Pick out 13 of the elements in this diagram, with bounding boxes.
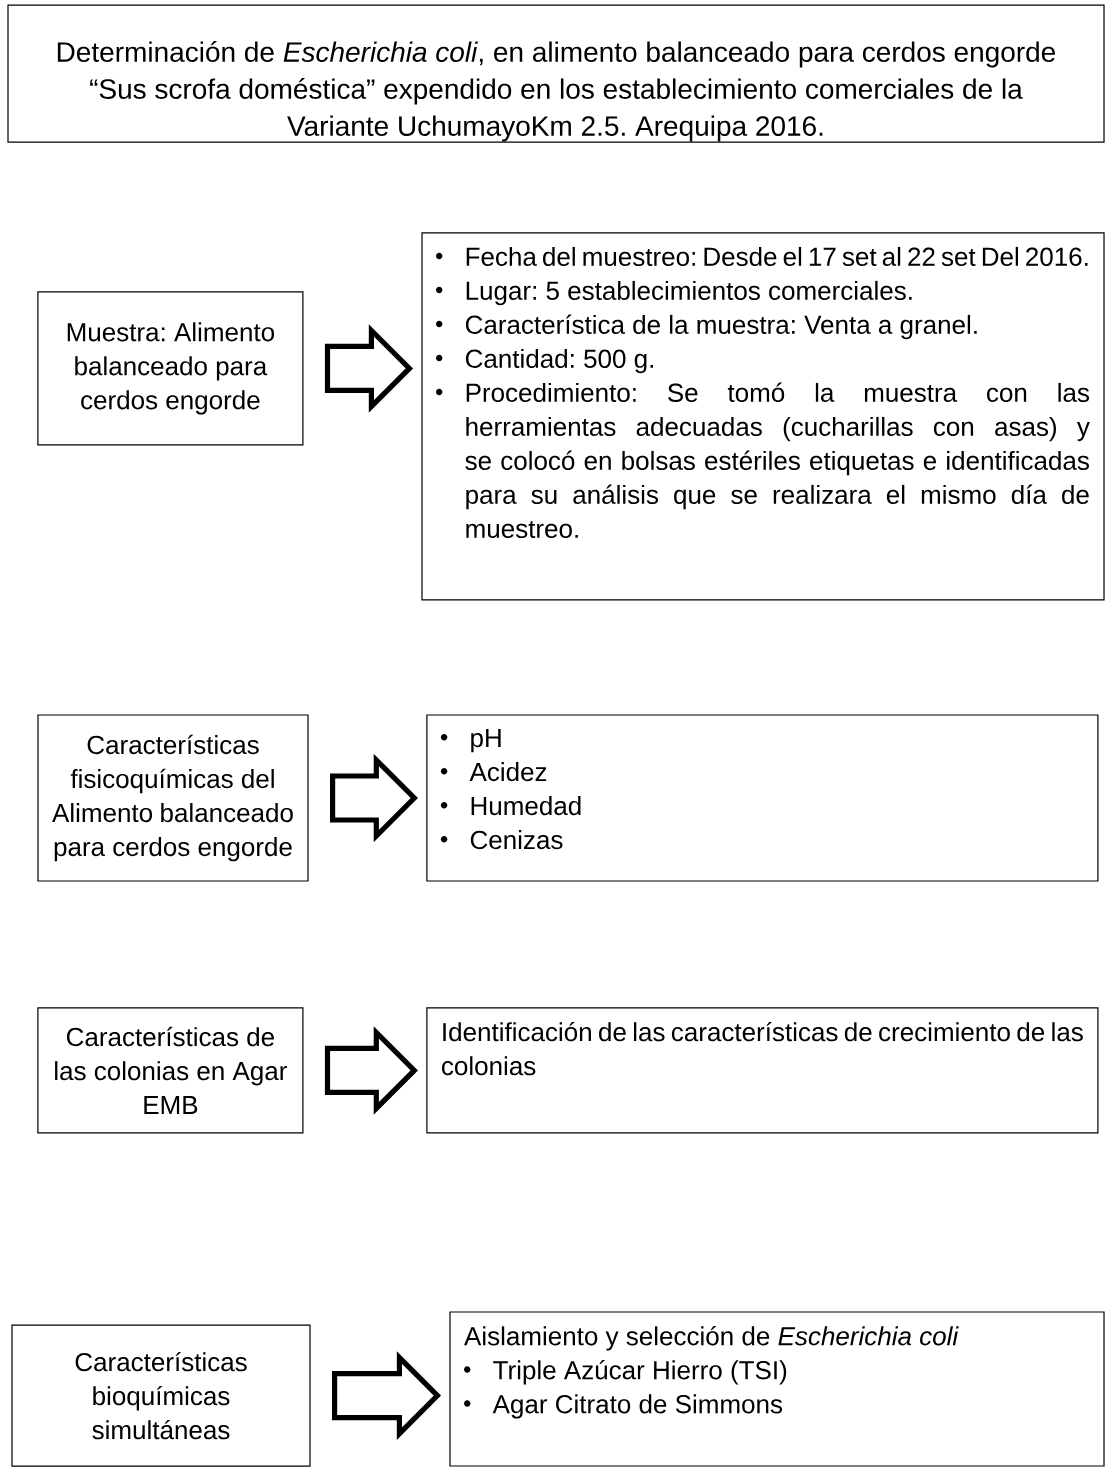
title-box: Determinación de Escherichia coli, en alimento balanceado para cerdos engorde “Sus scrofa doméstica” expendido en los establecimiento comerciales de la Variante UchumayoKm 2.5. Arequipa 2016. (7, 4, 1105, 143)
block-arrow (324, 324, 414, 413)
list-box: pH Acidez Humedad Cenizas (426, 714, 1099, 882)
text-box: Identificación de las características de crecimiento de las colonias (426, 1007, 1099, 1134)
process-box: Muestra: Alimento balanceado para cerdos engorde (37, 291, 304, 446)
list-box: Fecha del muestreo: Desde el 17 set al 22 set Del 2016. Lugar: 5 establecimientos comerciales. Característica de la muestra: Venta a granel. Cantidad: 500 g. Procedimiento: Se tomó la muestra con las herramientas adecuadas (cucharillas con asas) y se colocó en bolsas estériles etiquetas e identificadas para su análisis que se realizara el mismo día de muestreo. (421, 232, 1105, 601)
block-arrow (324, 1026, 418, 1115)
block-arrow (330, 753, 418, 843)
process-box: Características bioquímicas simultáneas (11, 1324, 311, 1467)
process-box: Características de las colonias en Agar EMB (37, 1007, 304, 1134)
block-arrow (332, 1351, 442, 1440)
process-box: Características fisicoquímicas del Alimento balanceado para cerdos engorde (37, 714, 309, 882)
list-box: Aislamiento y selección de Escherichia coli Triple Azúcar Hierro (TSI) Agar Citrato de Simmons (449, 1311, 1105, 1467)
